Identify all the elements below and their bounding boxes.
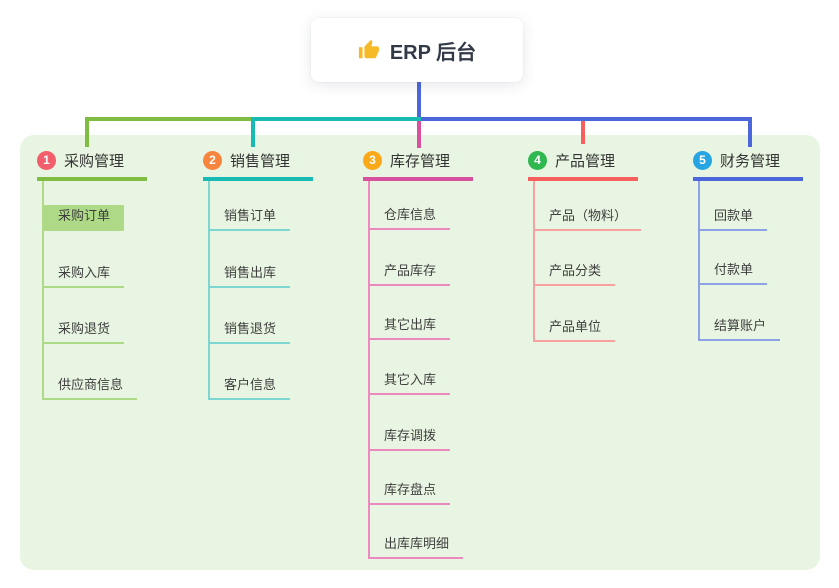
child-node[interactable]: 回款单: [698, 205, 768, 231]
branch-badge: 4: [528, 150, 547, 170]
branch-badge: 3: [363, 150, 382, 170]
connector-root-stem: [417, 82, 421, 117]
branch-rail-purchase: [42, 180, 44, 400]
child-node[interactable]: 采购退货: [42, 318, 125, 344]
child-node[interactable]: 其它入库: [368, 369, 451, 395]
root-label: ERP 后台: [389, 41, 477, 64]
child-node[interactable]: 仓库信息: [368, 204, 451, 230]
child-node[interactable]: 产品（物料）: [533, 205, 642, 231]
child-node[interactable]: 库存调拨: [368, 425, 451, 451]
child-node[interactable]: 其它出库: [368, 314, 451, 340]
branch-badge: 1: [37, 150, 56, 170]
branch-label: 财务管理: [720, 152, 781, 170]
connector-drop-inventory: [417, 121, 421, 148]
branch-badge: 5: [693, 150, 712, 170]
child-node[interactable]: 产品单位: [533, 316, 616, 342]
branch-header-purchase[interactable]: 1 采购管理: [37, 148, 147, 181]
child-node[interactable]: 付款单: [698, 259, 768, 285]
branch-rail-product: [533, 180, 535, 342]
child-node[interactable]: 产品库存: [368, 260, 451, 286]
child-node[interactable]: 销售出库: [208, 262, 291, 288]
connector-drop-product: [581, 121, 585, 144]
child-node[interactable]: 结算账户: [698, 315, 781, 341]
child-node[interactable]: 客户信息: [208, 374, 291, 400]
mindmap-panel: [20, 135, 820, 570]
branch-rail-finance: [698, 180, 700, 341]
branch-badge: 2: [203, 150, 222, 170]
child-node[interactable]: 销售订单: [208, 205, 291, 231]
connector-drop-finance: [748, 117, 752, 147]
child-node[interactable]: 采购订单: [42, 205, 125, 231]
branch-label: 库存管理: [390, 152, 451, 170]
child-node[interactable]: 采购入库: [42, 262, 125, 288]
child-node[interactable]: 产品分类: [533, 260, 616, 286]
branch-label: 采购管理: [64, 152, 125, 170]
child-node[interactable]: 供应商信息: [42, 374, 138, 400]
branch-header-sales[interactable]: 2 销售管理: [203, 148, 313, 181]
branch-rail-inventory: [368, 180, 370, 559]
thumbs-up-icon: [358, 39, 380, 61]
branch-header-finance[interactable]: 5 财务管理: [693, 148, 803, 181]
connector-drop-purchase: [85, 117, 89, 147]
child-node[interactable]: 出库库明细: [368, 533, 464, 559]
branch-header-inventory[interactable]: 3 库存管理: [363, 148, 473, 181]
branch-label: 销售管理: [230, 152, 291, 170]
connector-h-sales: [251, 117, 421, 121]
branch-rail-sales: [208, 180, 210, 400]
connector-drop-sales: [251, 117, 255, 147]
child-node[interactable]: 库存盘点: [368, 479, 451, 505]
branch-label: 产品管理: [555, 152, 616, 170]
connector-h-finance: [421, 117, 752, 121]
root-node[interactable]: ERP 后台: [311, 18, 523, 82]
child-node[interactable]: 销售退货: [208, 318, 291, 344]
branch-header-product[interactable]: 4 产品管理: [528, 148, 638, 181]
connector-h-purchase: [85, 117, 251, 121]
